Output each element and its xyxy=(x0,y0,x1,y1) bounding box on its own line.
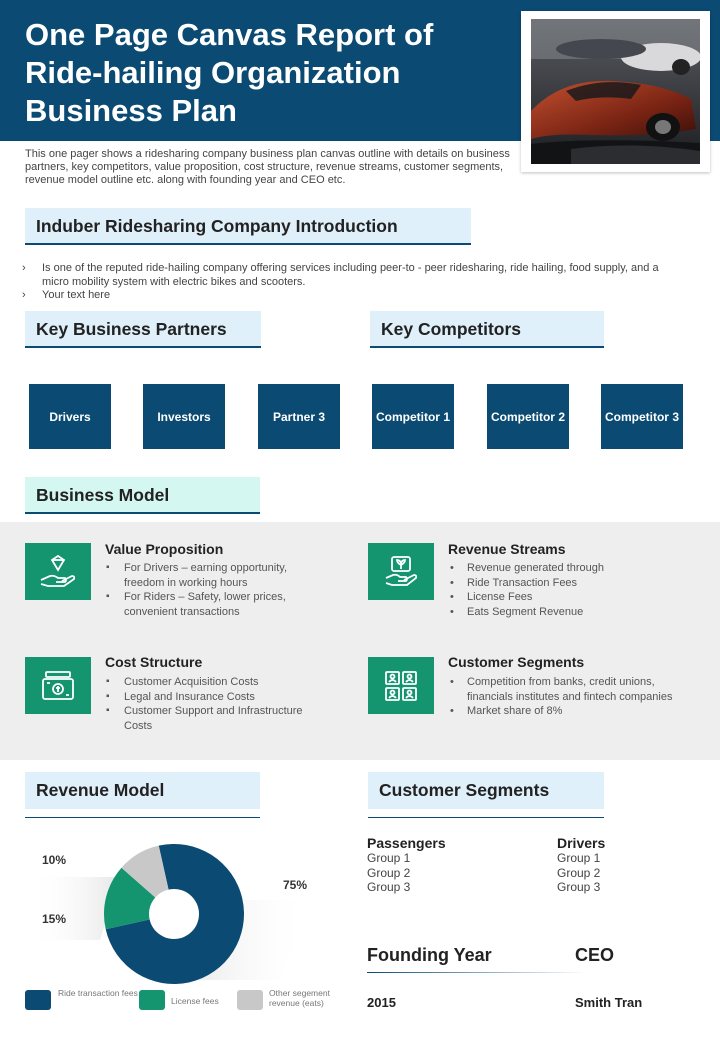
list-item: Legal and Insurance Costs xyxy=(105,690,325,705)
list-item: Customer Acquisition Costs xyxy=(105,675,325,690)
donut-hole xyxy=(149,889,199,939)
competitor-box-2: Competitor 2 xyxy=(487,384,569,449)
list-item: Competition from banks, credit unions, f… xyxy=(448,675,688,704)
legend-swatch xyxy=(237,990,263,1010)
list-item: For Riders – Safety, lower prices, conve… xyxy=(105,590,325,619)
cost-structure-title: Cost Structure xyxy=(105,654,203,670)
people-grid-icon xyxy=(368,657,434,714)
data-label: 15% xyxy=(42,912,67,926)
intro-bullet: Is one of the reputed ride-hailing compa… xyxy=(20,262,670,289)
data-label: 75% xyxy=(283,878,308,892)
page-title: One Page Canvas Report of Ride-hailing O… xyxy=(25,17,434,128)
intro-heading: Induber Ridesharing Company Introduction xyxy=(25,208,471,245)
customer-segments-list: Competition from banks, credit unions, f… xyxy=(448,675,688,719)
legend-swatch xyxy=(25,990,51,1010)
passenger-group: Group 1 xyxy=(367,851,411,865)
competitors-heading: Key Competitors xyxy=(370,311,604,348)
competitor-box-3: Competitor 3 xyxy=(601,384,683,449)
data-label: 10% xyxy=(42,853,67,867)
list-item: Market share of 8% xyxy=(448,704,688,719)
list-item: Revenue generated through xyxy=(448,561,688,576)
value-proposition-list: For Drivers – earning opportunity, freed… xyxy=(105,561,325,619)
value-proposition-title: Value Proposition xyxy=(105,541,224,557)
hand-plant-icon xyxy=(368,543,434,600)
partner-box-3: Partner 3 xyxy=(258,384,340,449)
driver-group: Group 3 xyxy=(557,880,601,894)
driver-group: Group 1 xyxy=(557,851,601,865)
revenue-streams-title: Revenue Streams xyxy=(448,541,566,557)
car-image-icon xyxy=(531,19,700,164)
passenger-group: Group 2 xyxy=(367,866,411,880)
customer-segments-heading: Customer Segments xyxy=(368,772,604,809)
list-item: For Drivers – earning opportunity, freed… xyxy=(105,561,325,590)
subtitle: This one pager shows a ridesharing compa… xyxy=(25,148,510,186)
revenue-donut-chart xyxy=(30,844,310,984)
partner-box-drivers: Drivers xyxy=(29,384,111,449)
passengers-title: Passengers xyxy=(367,835,446,851)
legend-label: Ride transaction fees xyxy=(58,988,138,998)
drivers-title: Drivers xyxy=(557,835,606,851)
list-item: Eats Segment Revenue xyxy=(448,605,688,620)
hand-diamond-icon xyxy=(25,543,91,600)
business-model-heading: Business Model xyxy=(25,477,260,514)
list-item: Customer Support and Infrastructure Cost… xyxy=(105,704,325,733)
founding-year-value: 2015 xyxy=(367,995,396,1010)
partners-heading: Key Business Partners xyxy=(25,311,261,348)
divider xyxy=(368,817,604,818)
revenue-model-heading: Revenue Model xyxy=(25,772,260,809)
intro-list: Is one of the reputed ride-hailing compa… xyxy=(20,262,670,303)
driver-group: Group 2 xyxy=(557,866,601,880)
partner-box-investors: Investors xyxy=(143,384,225,449)
divider xyxy=(367,972,587,973)
chart-shadow xyxy=(30,877,120,940)
founding-year-label: Founding Year xyxy=(367,945,492,965)
competitor-box-1: Competitor 1 xyxy=(372,384,454,449)
customer-segments-title: Customer Segments xyxy=(448,654,585,670)
list-item: Ride Transaction Fees xyxy=(448,576,688,591)
legend-label: Other segement revenue (eats) xyxy=(269,988,330,1008)
legend-label: License fees xyxy=(171,996,219,1006)
legend-swatch xyxy=(139,990,165,1010)
photo-frame xyxy=(521,11,710,172)
ceo-value: Smith Tran xyxy=(575,995,643,1010)
intro-bullet: Your text here xyxy=(20,289,670,303)
revenue-streams-list: Revenue generated through Ride Transacti… xyxy=(448,561,688,619)
money-stack-icon xyxy=(25,657,91,714)
cost-structure-list: Customer Acquisition Costs Legal and Ins… xyxy=(105,675,325,733)
header: One Page Canvas Report of Ride-hailing O… xyxy=(0,0,720,172)
passenger-group: Group 3 xyxy=(367,880,411,894)
divider xyxy=(25,817,260,818)
car-photo xyxy=(531,19,700,164)
ceo-label: CEO xyxy=(575,945,615,965)
list-item: License Fees xyxy=(448,590,688,605)
